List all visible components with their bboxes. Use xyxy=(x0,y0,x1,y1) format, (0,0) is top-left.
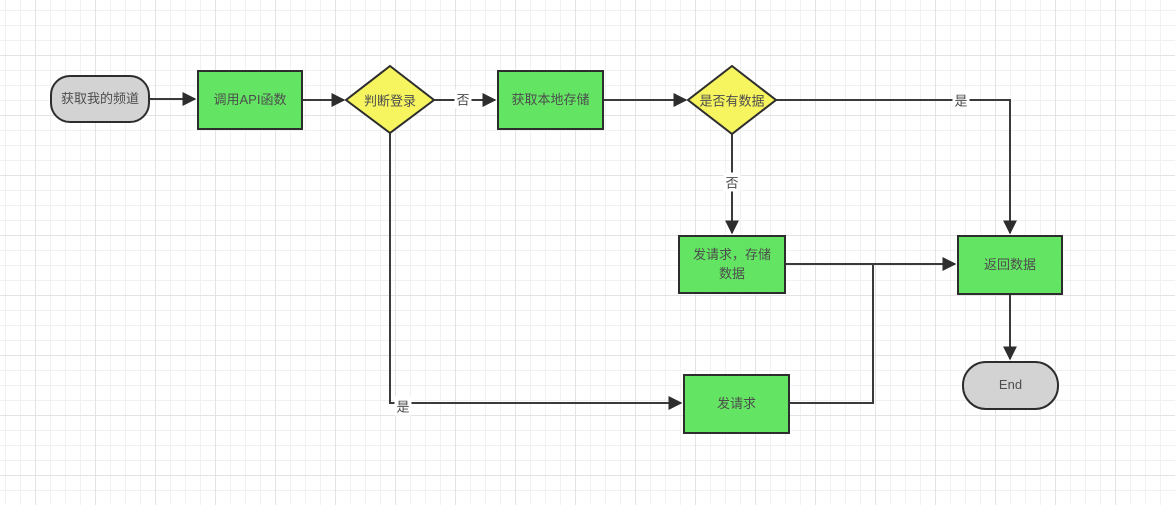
edge-send-request-merge xyxy=(790,265,874,404)
edge-label-has-data-yes: 是 xyxy=(952,90,970,110)
node-end-label: End xyxy=(998,377,1023,393)
node-request-and-store[interactable]: 发请求，存储数据 xyxy=(678,235,786,294)
node-check-login[interactable] xyxy=(344,64,436,135)
node-send-request-label: 发请求 xyxy=(716,395,756,411)
node-request-and-store-label: 发请求，存储数据 xyxy=(692,246,771,281)
node-start-label: 获取我的频道 xyxy=(60,90,139,106)
node-return-data-label: 返回数据 xyxy=(983,256,1036,272)
node-has-data[interactable] xyxy=(686,64,778,136)
edge-label-has-data-no: 否 xyxy=(723,172,741,192)
edge-label-login-no: 否 xyxy=(454,89,472,109)
edge-check-login-yes-to-send-request xyxy=(389,133,683,410)
node-end[interactable]: End xyxy=(962,361,1059,410)
node-call-api-label: 调用API函数 xyxy=(213,91,287,107)
node-call-api[interactable]: 调用API函数 xyxy=(197,70,303,130)
edge-has-data-yes-to-return-data xyxy=(776,99,1017,235)
node-get-local-storage[interactable]: 获取本地存储 xyxy=(497,70,604,130)
node-start[interactable]: 获取我的频道 xyxy=(50,75,150,123)
node-get-local-storage-label: 获取本地存储 xyxy=(511,91,590,107)
node-return-data[interactable]: 返回数据 xyxy=(957,235,1063,295)
edge-label-login-yes: 是 xyxy=(394,396,412,416)
node-send-request[interactable]: 发请求 xyxy=(683,374,790,434)
